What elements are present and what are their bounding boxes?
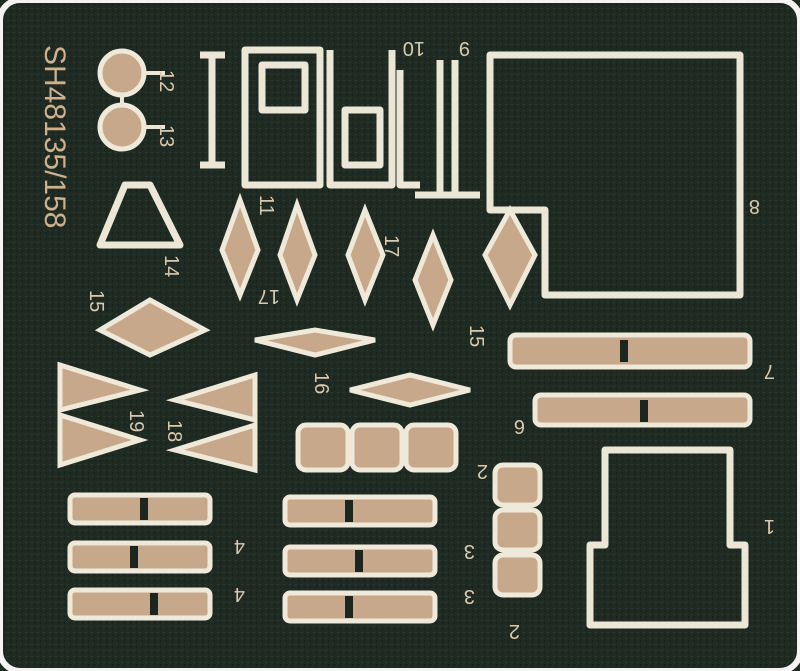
part-1 [586,446,749,629]
label-9: 9 [459,37,470,59]
label-11: 11 [255,195,277,216]
label-15a: 15 [85,290,107,312]
parts-7-6-straps [507,332,753,428]
label-2b: 2 [509,620,520,642]
part-14 [96,181,184,249]
parts-9-10-11 [200,46,480,199]
part-8 [486,51,744,299]
parts-17-15-diamonds [94,192,538,408]
label-12: 12 [155,70,177,92]
parts-2-pads [295,422,543,598]
label-16: 16 [310,372,332,394]
label-2a: 2 [477,460,488,482]
label-4a: 4 [234,535,245,557]
label-19: 19 [125,410,147,432]
label-18: 18 [163,420,185,442]
label-8: 8 [749,195,760,217]
parts-4-3-belts [67,492,438,624]
label-3b: 3 [464,585,475,607]
label-14: 14 [160,255,182,277]
label-6: 6 [514,415,525,437]
label-3a: 3 [464,540,475,562]
part-12-13 [97,48,165,152]
fret-code: SH48135/158 [38,45,71,229]
label-17b: 17 [380,235,402,257]
part-numbers: 12 13 10 9 11 8 14 17 17 15 15 16 7 6 19… [85,37,775,642]
label-15b: 15 [465,325,487,347]
label-10: 10 [403,37,425,59]
label-4b: 4 [234,583,245,605]
label-17a: 17 [258,285,280,307]
label-1: 1 [764,515,775,537]
parts-19-18 [57,361,258,474]
label-13: 13 [155,125,177,147]
label-7: 7 [764,360,775,382]
